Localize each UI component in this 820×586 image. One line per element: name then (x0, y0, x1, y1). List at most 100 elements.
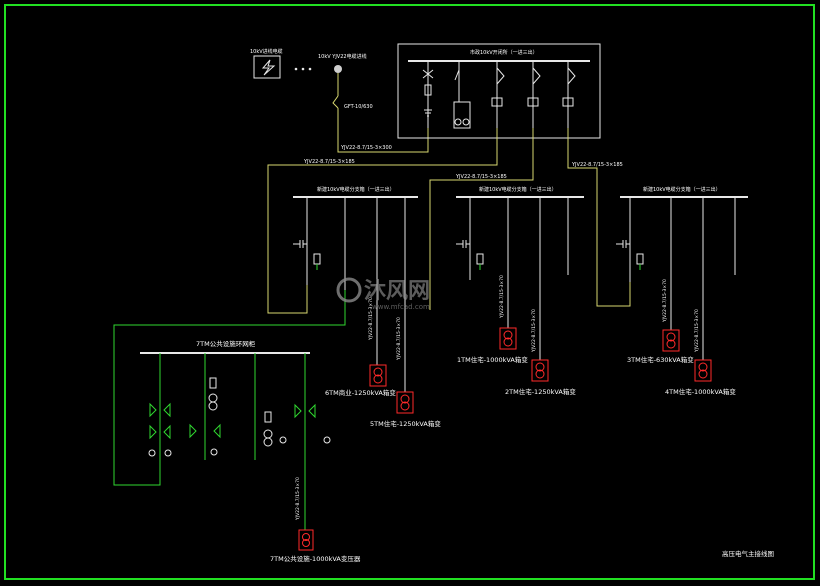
feeder-cable-2 (429, 128, 534, 310)
vertical-cable-labels: YJV22-8.7/15-3×70 YJV22-8.7/15-3×70 YJV2… (295, 275, 700, 521)
transformer-coil (666, 332, 676, 342)
fuse-icon (264, 411, 272, 423)
transformer-t4: 2TM住宅-1250kVA箱变 (505, 359, 576, 396)
arrester-box (476, 253, 484, 265)
transformer-coil (302, 533, 310, 541)
fuse-icon (424, 84, 432, 96)
pt-box (453, 101, 471, 129)
transformer-coil (535, 362, 545, 372)
lightning-icon (261, 59, 276, 76)
arrester-box (636, 253, 644, 265)
branch-box-3: 新建10kV电缆分支箱（一进三出） (616, 186, 748, 360)
transformer-icon (499, 327, 517, 350)
cable-label: YJV22-8.7/15-3×70 (499, 275, 505, 319)
main-panel-box (397, 43, 601, 139)
public-room-title: 7TM公共设施环网柜 (196, 339, 256, 348)
watermark-text: 沐风网 (364, 279, 430, 304)
lamp-icon (323, 436, 331, 444)
cable-label: YJV22-8.7/15-3×70 (396, 317, 402, 361)
transformer-t5: 3TM住宅-630kVA箱变 (627, 329, 694, 364)
ct-icon (562, 97, 574, 107)
transformer-coil (503, 337, 513, 347)
pt-icon (208, 393, 218, 403)
cable-label: YJV22-8.7/15-3×70 (662, 279, 668, 323)
transformer-icon (298, 529, 314, 551)
feeder-cable-3 (567, 128, 631, 307)
pt-icon (208, 401, 218, 411)
watermark-logo-icon (336, 277, 362, 303)
transformer-label: 3TM住宅-630kVA箱变 (627, 355, 694, 364)
transformer-t6: 4TM住宅-1000kVA箱变 (665, 359, 736, 396)
drawing-title: 高压电气主接线图 (722, 549, 774, 558)
transformer-label: 1TM住宅-1000kVA箱变 (457, 355, 528, 364)
branch-box-title: 新建10kV电缆分支箱（一进三出） (479, 186, 557, 193)
lamp-icon (164, 449, 172, 457)
ellipsis-dot (294, 67, 298, 71)
tie-cable (113, 290, 346, 486)
source-panel (253, 55, 281, 79)
transformer-coil (698, 362, 708, 372)
breaker-icon (567, 67, 576, 85)
watermark-url: www.mfcad.com (372, 303, 430, 311)
transformer-icon (662, 329, 680, 352)
breaker-icon (532, 67, 541, 85)
capacitor-icon (616, 240, 630, 248)
transformer-coil (666, 339, 676, 349)
switch-icon (454, 69, 460, 81)
branch-box-title: 新建10kV电缆分支箱（一进三出） (643, 186, 721, 193)
transformer-coil (400, 401, 410, 411)
transformer-t3: 1TM住宅-1000kVA箱变 (457, 327, 528, 364)
feeder-label-1: YJV22-8.7/15-3×300 (340, 145, 392, 151)
transformer-coil (302, 539, 310, 547)
pt-icon (263, 437, 273, 447)
fuse-icon (422, 69, 434, 79)
transformer-icon (396, 391, 414, 414)
feeder-label-3: YJV22-8.7/15-3×185 (455, 174, 507, 180)
source-section: 10kV进线电缆 10kV YJV22电缆进线 GFT-10/630 YJV22… (250, 48, 429, 153)
fuse-icon (209, 377, 217, 389)
drawing-frame (4, 4, 815, 580)
cable-label: YJV22-8.7/15-3×70 (368, 297, 374, 341)
ct-icon (527, 97, 539, 107)
transformer-icon (531, 359, 549, 382)
transformer-label: 4TM住宅-1000kVA箱变 (665, 387, 736, 396)
feeder-cable-1 (267, 128, 498, 314)
ellipsis-dot (301, 67, 305, 71)
transformer-coil (503, 330, 513, 340)
cable-entry-label: 10kV YJV22电缆进线 (318, 53, 367, 60)
pt-icon (462, 118, 470, 126)
ct-group-icon (189, 423, 221, 439)
lamp-icon (210, 448, 218, 456)
pt-icon (263, 429, 273, 439)
cable-label: YJV22-8.7/15-3×70 (531, 309, 537, 353)
transformer-coil (698, 369, 708, 379)
arrester-icon (332, 95, 339, 109)
pt-icon (454, 118, 462, 126)
capacitor-icon (456, 240, 470, 248)
feeder-cables: YJV22-8.7/15-3×185 YJV22-8.7/15-3×185 YJ… (267, 128, 631, 314)
transformer-label: 7TM公共设施-1000kVA变压器 (270, 554, 361, 563)
branch-box-2: 新建10kV电缆分支箱（一进三出） (456, 186, 584, 360)
cable-label: YJV22-8.7/15-3×70 (295, 477, 301, 521)
transformers: 6TM商业-1250kVA箱变 5TM住宅-1250kVA箱变 1TM住宅-10… (325, 327, 736, 428)
transformer-t1: 6TM商业-1250kVA箱变 (325, 364, 396, 397)
main-switchgear: 市政10kV开闭所（一进三出） (397, 43, 601, 139)
transformer-t2: 5TM住宅-1250kVA箱变 (370, 391, 441, 428)
main-panel-title: 市政10kV开闭所（一进三出） (470, 49, 538, 56)
feeder-label-4: YJV22-8.7/15-3×185 (571, 162, 623, 168)
lamp-icon (279, 436, 287, 444)
arrester-label: GFT-10/630 (344, 104, 373, 110)
cable-to-main (337, 108, 429, 153)
transformer-icon (694, 359, 712, 382)
capacitor-icon (293, 240, 307, 248)
ct-icon (491, 97, 503, 107)
public-ring-main-unit: 7TM公共设施环网柜 7TM公共设施-1000kVA变压器 (113, 290, 361, 563)
branch-box-1: 新建10kV电缆分支箱（一进三出） (293, 186, 418, 392)
ct-group-icon (294, 403, 316, 419)
transformer-label: 6TM商业-1250kVA箱变 (325, 388, 396, 397)
transformer-coil (373, 374, 383, 384)
source-label: 10kV进线电缆 (250, 48, 283, 55)
ground-icon (424, 109, 432, 117)
ellipsis-dot (308, 67, 312, 71)
